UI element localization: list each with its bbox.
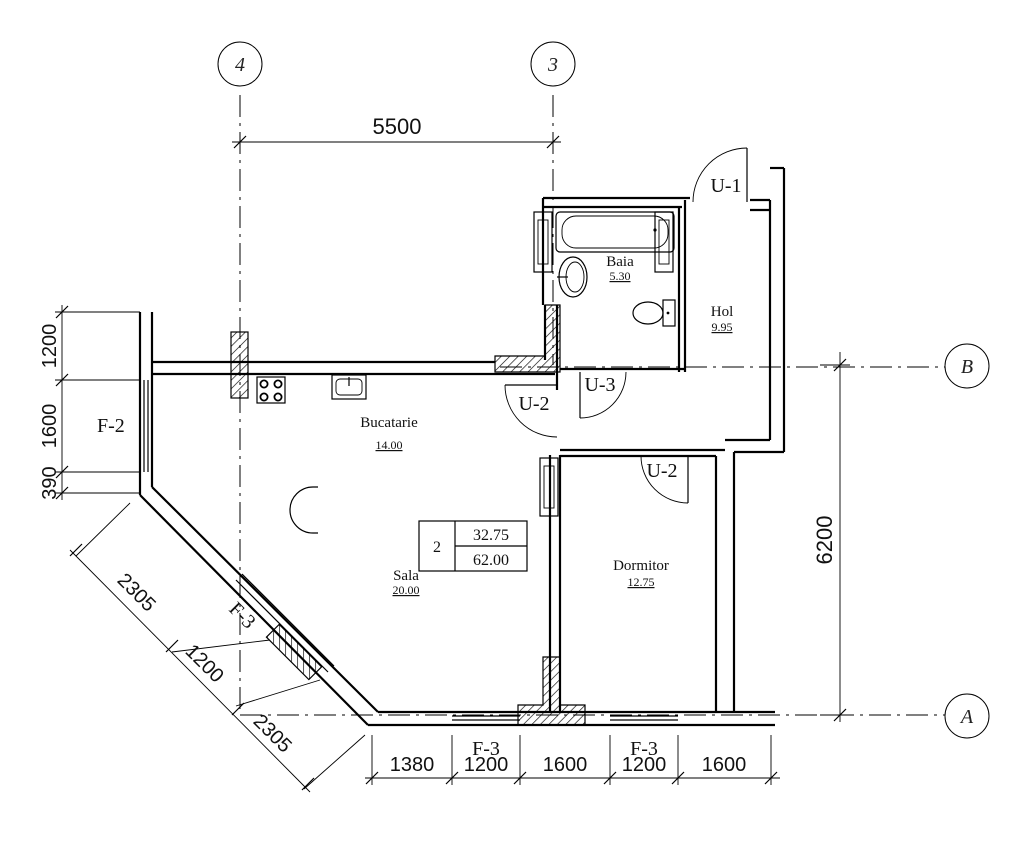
axis-label-b: B xyxy=(961,356,973,378)
room-dormitor: Dormitor 12.75 xyxy=(613,558,669,589)
dim-bottom-2: 1200 xyxy=(464,754,509,776)
washbasin-icon xyxy=(557,256,588,298)
room-area-bucatarie: 14.00 xyxy=(376,438,403,452)
dimension-bottom: 1380 1200 1600 1200 1600 xyxy=(365,735,780,785)
dimension-top: 5500 xyxy=(232,114,561,149)
tag-u2-bedroom: U-2 xyxy=(646,460,677,482)
dim-diag-1200: 1200 xyxy=(181,640,228,687)
tag-u1: U-1 xyxy=(710,175,741,197)
room-baia: Baia 5.30 xyxy=(606,254,634,283)
apartment-summary-table: 2 32.75 62.00 xyxy=(418,520,528,572)
bedroom-radiator-icon xyxy=(539,457,559,517)
walls xyxy=(138,166,786,727)
dim-bottom-3: 1600 xyxy=(543,754,588,776)
room-area-sala: 20.00 xyxy=(393,583,420,597)
dim-left-1600: 1600 xyxy=(39,404,61,449)
dimension-diagonal: 2305 1200 2305 xyxy=(69,502,366,793)
dim-diag-2305-bottom: 2305 xyxy=(249,710,296,757)
apartment-living-area: 32.75 xyxy=(473,527,509,544)
axis-label-3: 3 xyxy=(547,54,558,76)
dimension-right: 6200 xyxy=(812,352,850,722)
room-name-bucatarie: Bucatarie xyxy=(360,415,418,431)
room-area-dormitor: 12.75 xyxy=(628,575,655,589)
dim-bottom-1: 1380 xyxy=(390,754,435,776)
axis-lines xyxy=(239,95,945,716)
axis-bubble-b: B xyxy=(944,343,990,389)
dim-6200: 6200 xyxy=(812,516,837,565)
room-name-baia: Baia xyxy=(606,254,634,270)
axis-bubble-3: 3 xyxy=(530,41,576,87)
tag-u2-kitchen: U-2 xyxy=(518,393,549,415)
door-u2-bedroom xyxy=(640,455,689,504)
bathtub-icon xyxy=(533,211,675,273)
door-u3 xyxy=(579,371,627,419)
room-name-sala: Sala xyxy=(393,568,419,584)
apartment-total-area: 62.00 xyxy=(473,552,509,569)
room-bucatarie: Bucatarie 14.00 xyxy=(360,415,418,452)
dim-left-1200: 1200 xyxy=(39,324,61,369)
axis-bubble-4: 4 xyxy=(217,41,263,87)
stove-icon xyxy=(256,376,286,404)
dimension-left: 1200 1600 390 xyxy=(39,305,140,500)
dim-left-390: 390 xyxy=(39,466,61,499)
room-sala: Sala 20.00 xyxy=(393,568,420,597)
tag-f3-bottom-left: F-3 xyxy=(472,738,500,760)
axis-bubble-a: A xyxy=(944,693,990,739)
table-icon xyxy=(289,485,414,535)
door-u1 xyxy=(692,147,748,203)
tag-f3-diag: F-3 xyxy=(224,598,259,633)
dim-bottom-5: 1600 xyxy=(702,754,747,776)
dim-diag-2305-top: 2305 xyxy=(113,569,160,616)
room-hol: Hol 9.95 xyxy=(711,304,734,334)
dim-5500: 5500 xyxy=(373,114,422,139)
apartment-rooms-count: 2 xyxy=(433,539,441,556)
kitchen-sink-icon xyxy=(331,374,367,400)
room-area-baia: 5.30 xyxy=(610,269,631,283)
tag-f3-bottom-right: F-3 xyxy=(630,738,658,760)
axis-label-4: 4 xyxy=(235,54,245,76)
tag-u3: U-3 xyxy=(584,374,615,396)
axis-label-a: A xyxy=(959,706,974,728)
door-u2-kitchen xyxy=(504,384,558,438)
dim-bottom-4: 1200 xyxy=(622,754,667,776)
structural-columns xyxy=(230,304,586,726)
room-name-dormitor: Dormitor xyxy=(613,558,669,574)
room-name-hol: Hol xyxy=(711,304,734,320)
toilet-icon xyxy=(632,299,676,327)
room-area-hol: 9.95 xyxy=(712,320,733,334)
tag-f2: F-2 xyxy=(97,415,125,437)
